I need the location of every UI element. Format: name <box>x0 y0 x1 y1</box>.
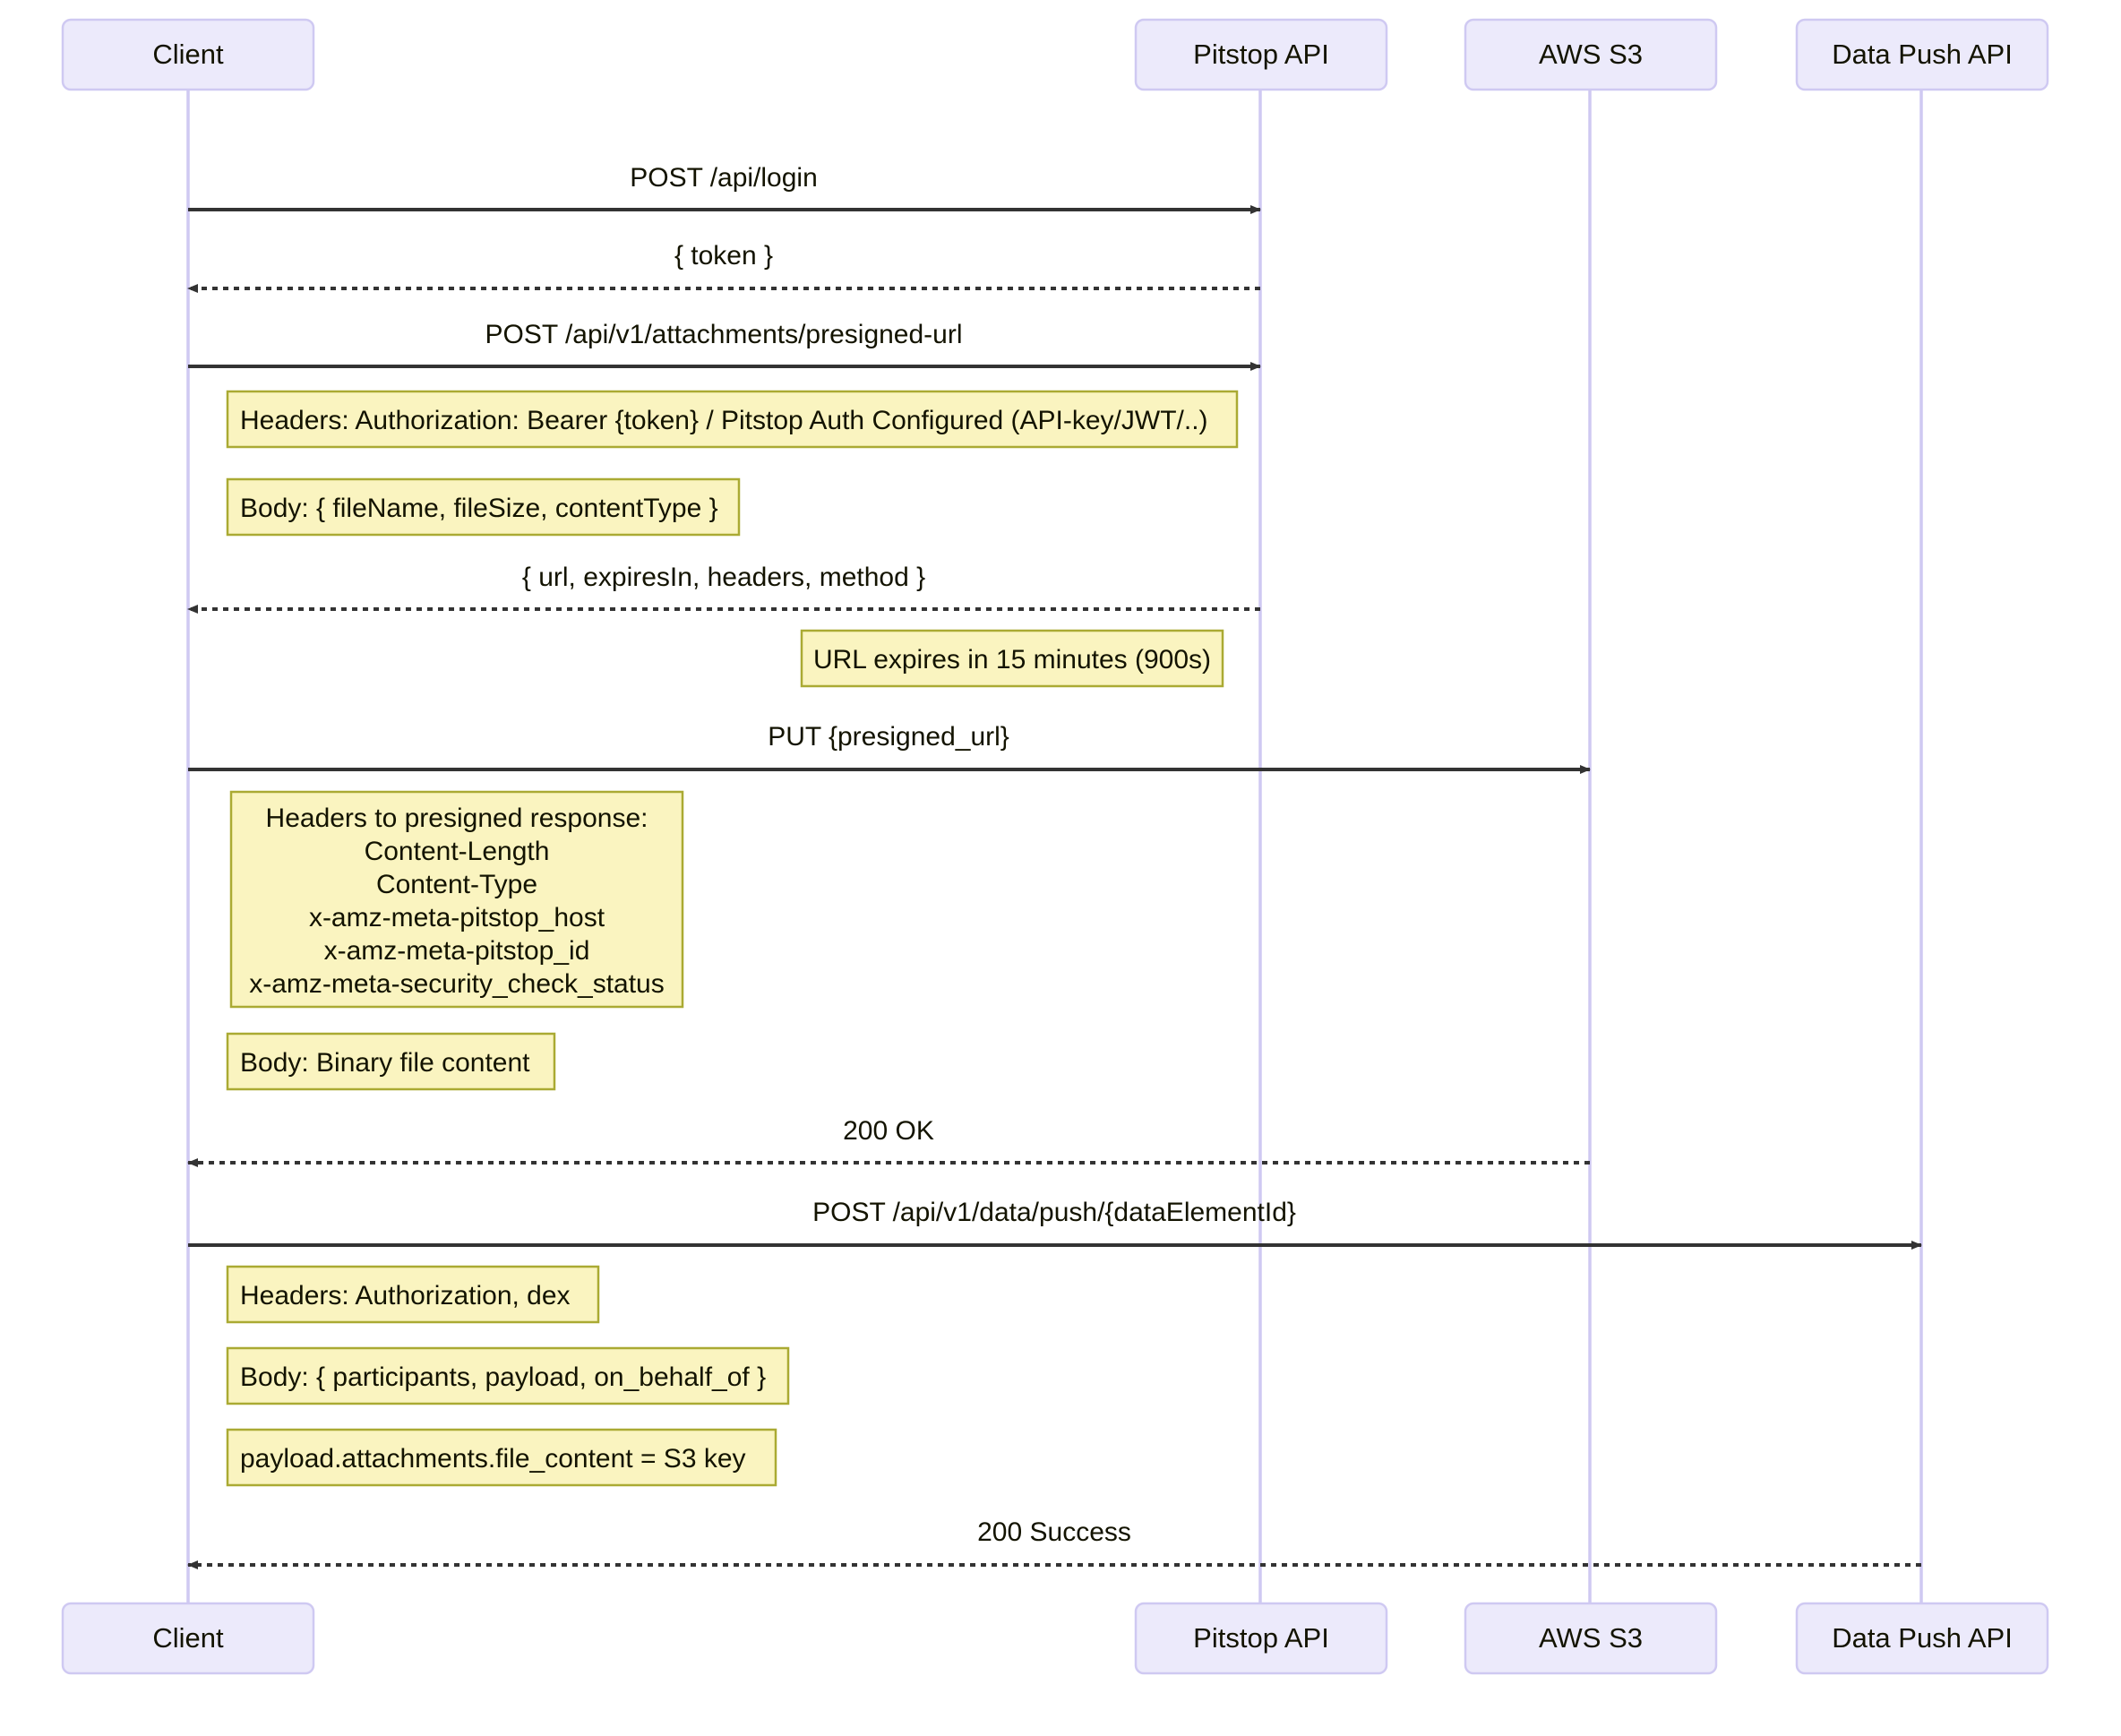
note-3-line-1: URL expires in 15 minutes (900s) <box>813 645 1211 675</box>
note-8-line-1: payload.attachments.file_content = S3 ke… <box>240 1444 746 1474</box>
note-body-participants-payload: Body: { participants, payload, on_behalf… <box>226 1346 790 1405</box>
note-body-binary-file-content: Body: Binary file content <box>226 1032 556 1091</box>
participant-client-label: Client <box>152 39 224 70</box>
participant-s3-label: AWS S3 <box>1539 39 1643 70</box>
participant-datapush-bottom-label: Data Push API <box>1832 1622 2013 1654</box>
note-1-line-1: Headers: Authorization: Bearer {token} /… <box>240 406 1208 435</box>
message-label-7: POST /api/v1/data/push/{dataElementId} <box>812 1198 1296 1227</box>
participant-pitstop-bottom[interactable]: Pitstop API <box>1134 1602 1388 1675</box>
message-presigned-url-response[interactable]: { url, expiresIn, headers, method } <box>187 563 1260 614</box>
note-7-line-1: Body: { participants, payload, on_behalf… <box>240 1362 766 1392</box>
message-200-ok[interactable]: 200 OK <box>187 1116 1590 1167</box>
note-body-filename-filesize-contenttype: Body: { fileName, fileSize, contentType … <box>226 477 741 537</box>
participant-datapush[interactable]: Data Push API <box>1795 18 2049 91</box>
participant-datapush-label: Data Push API <box>1832 39 2013 70</box>
message-post-data-push[interactable]: POST /api/v1/data/push/{dataElementId} <box>188 1198 1922 1250</box>
note-headers-authorization-dex: Headers: Authorization, dex <box>226 1265 600 1324</box>
note-headers-to-presigned-response: Headers to presigned response: Content-L… <box>229 790 684 1009</box>
participant-datapush-bottom[interactable]: Data Push API <box>1795 1602 2049 1675</box>
participant-s3-bottom[interactable]: AWS S3 <box>1464 1602 1718 1675</box>
lifelines-group <box>186 88 1923 1653</box>
note-4-line-2: Content-Length <box>365 837 550 866</box>
message-post-presigned-url[interactable]: POST /api/v1/attachments/presigned-url <box>188 320 1261 371</box>
message-label-3: POST /api/v1/attachments/presigned-url <box>485 320 962 349</box>
message-label-4: { url, expiresIn, headers, method } <box>522 563 925 592</box>
note-4-line-1: Headers to presigned response: <box>266 804 648 833</box>
participant-s3-bottom-label: AWS S3 <box>1539 1622 1643 1654</box>
participant-pitstop[interactable]: Pitstop API <box>1134 18 1388 91</box>
note-6-line-1: Headers: Authorization, dex <box>240 1281 571 1311</box>
message-label-1: POST /api/login <box>630 163 818 193</box>
note-url-expires: URL expires in 15 minutes (900s) <box>800 629 1224 688</box>
participant-client[interactable]: Client <box>61 18 315 91</box>
message-put-presigned-url[interactable]: PUT {presigned_url} <box>188 722 1591 774</box>
message-label-2: { token } <box>674 241 773 271</box>
note-4-line-6: x-amz-meta-security_check_status <box>249 969 664 999</box>
note-headers-authorization-bearer: Headers: Authorization: Bearer {token} /… <box>226 390 1239 449</box>
note-2-line-1: Body: { fileName, fileSize, contentType … <box>240 494 718 523</box>
note-4-line-4: x-amz-meta-pitstop_host <box>309 903 605 932</box>
message-label-8: 200 Success <box>977 1517 1131 1547</box>
participant-s3[interactable]: AWS S3 <box>1464 18 1718 91</box>
participant-client-bottom-label: Client <box>152 1622 224 1654</box>
note-4-line-5: x-amz-meta-pitstop_id <box>324 936 590 966</box>
message-200-success[interactable]: 200 Success <box>187 1517 1921 1569</box>
note-4-line-3: Content-Type <box>376 870 537 899</box>
note-5-line-1: Body: Binary file content <box>240 1048 530 1078</box>
message-label-6: 200 OK <box>843 1116 934 1146</box>
participant-pitstop-bottom-label: Pitstop API <box>1193 1622 1329 1654</box>
participant-client-bottom[interactable]: Client <box>61 1602 315 1675</box>
note-payload-attachments-file-content: payload.attachments.file_content = S3 ke… <box>226 1428 777 1487</box>
message-label-5: PUT {presigned_url} <box>768 722 1009 752</box>
message-token-response[interactable]: { token } <box>187 241 1260 293</box>
message-post-api-login[interactable]: POST /api/login <box>188 163 1261 214</box>
participant-pitstop-label: Pitstop API <box>1193 39 1329 70</box>
